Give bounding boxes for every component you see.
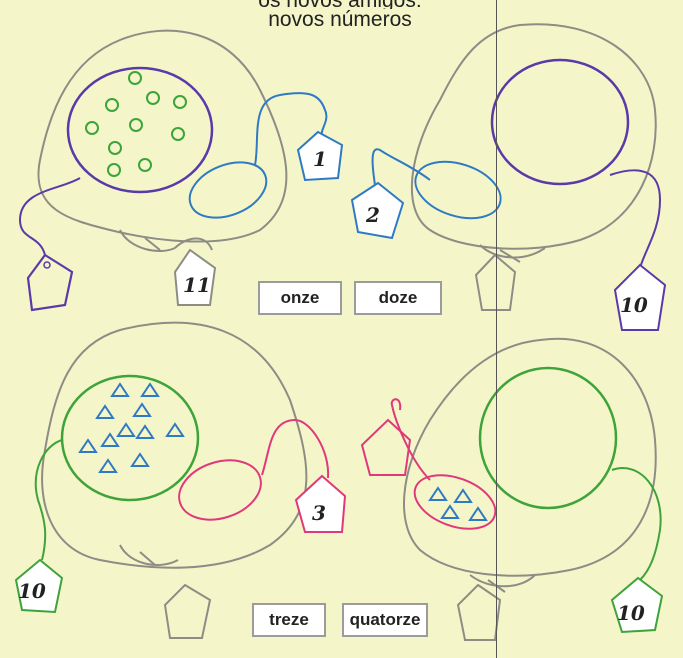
title-line-2: novos números: [268, 8, 412, 31]
string-blue-1: [254, 92, 328, 166]
dot: [173, 95, 187, 109]
string-green-2: [611, 467, 662, 581]
set-top-left-dots: [66, 66, 214, 194]
word-treze: treze: [252, 603, 326, 637]
word-doze: doze: [354, 281, 442, 315]
bag-top-right-tie: [479, 244, 546, 263]
bag-top-left-tie: [119, 229, 176, 252]
tag-10-bottom-left: [14, 558, 64, 614]
tag-3-number: 3: [312, 501, 326, 525]
string-green-1: [34, 439, 63, 561]
bag-top-right: [410, 23, 657, 250]
string-purple: [18, 177, 81, 256]
bag-bottom-left: [41, 321, 308, 569]
string-blue-2: [371, 148, 431, 186]
tag-2: [350, 181, 405, 240]
triangle: [116, 422, 136, 437]
triangle: [132, 402, 152, 417]
dot: [108, 141, 122, 155]
string-purple-2: [609, 169, 662, 269]
tag-10-bottom-right-number: 10: [617, 601, 645, 625]
dots-group: [85, 71, 187, 177]
tag-3: [294, 474, 347, 533]
dot: [146, 91, 160, 105]
set-bottom-left-empty-pink: [178, 459, 262, 521]
dot: [138, 158, 152, 172]
triangles-group: [78, 382, 185, 473]
string-pink-1: [261, 418, 330, 479]
tag-hole: [43, 261, 51, 269]
set-top-right-empty-blue: [414, 160, 502, 220]
dot: [107, 163, 121, 177]
triangle: [110, 382, 130, 397]
dot: [128, 71, 142, 85]
bag-top-left: [37, 29, 288, 243]
tag-10-top-number: 10: [620, 293, 648, 317]
tag-11-number: 11: [183, 273, 211, 297]
triangle: [140, 382, 160, 397]
string-pink-2: [390, 398, 431, 481]
dot: [105, 98, 119, 112]
tag-1: [296, 130, 344, 182]
page-fold-line: [496, 0, 497, 658]
set-bottom-right-pink-triangles: [413, 474, 497, 530]
set-bottom-left-triangles: [60, 374, 200, 502]
triangle: [468, 506, 488, 521]
tag-10-top: [613, 263, 667, 331]
tag-empty-purple: [26, 253, 74, 312]
dot: [85, 121, 99, 135]
triangle: [130, 452, 150, 467]
dot: [129, 118, 143, 132]
tag-10-bottom-left-number: 10: [18, 579, 46, 603]
triangle: [95, 404, 115, 419]
triangle: [135, 424, 155, 439]
bag-bottom-right: [403, 337, 657, 577]
triangle: [165, 422, 185, 437]
string-gray-11: [174, 237, 213, 251]
triangle: [428, 486, 448, 501]
triangle: [78, 438, 98, 453]
triangle: [100, 432, 120, 447]
title-line-1: os novos amigos:: [230, 0, 450, 9]
tag-empty-pink: [360, 418, 412, 476]
bag-bottom-right-tie: [469, 574, 536, 593]
set-top-right-empty-purple: [490, 58, 630, 186]
triangle: [440, 504, 460, 519]
tag-10-bottom-right: [610, 576, 664, 634]
tag-1-number: 1: [313, 147, 327, 171]
word-onze: onze: [258, 281, 342, 315]
triangles-small-group: [428, 486, 488, 521]
word-quatorze: quatorze: [342, 603, 428, 637]
triangle: [98, 458, 118, 473]
triangle: [453, 488, 473, 503]
tag-empty-gray-bottom-right: [456, 583, 502, 641]
page-title: os novos amigos: novos números: [230, 0, 450, 31]
bag-bottom-left-tie: [119, 544, 179, 566]
tag-2-number: 2: [365, 203, 380, 227]
tag-empty-gray-bottom-left: [163, 583, 212, 639]
dot: [171, 127, 185, 141]
set-top-left-empty-blue: [188, 161, 268, 219]
tag-11: [173, 248, 217, 306]
set-bottom-right-empty-green: [478, 366, 618, 510]
